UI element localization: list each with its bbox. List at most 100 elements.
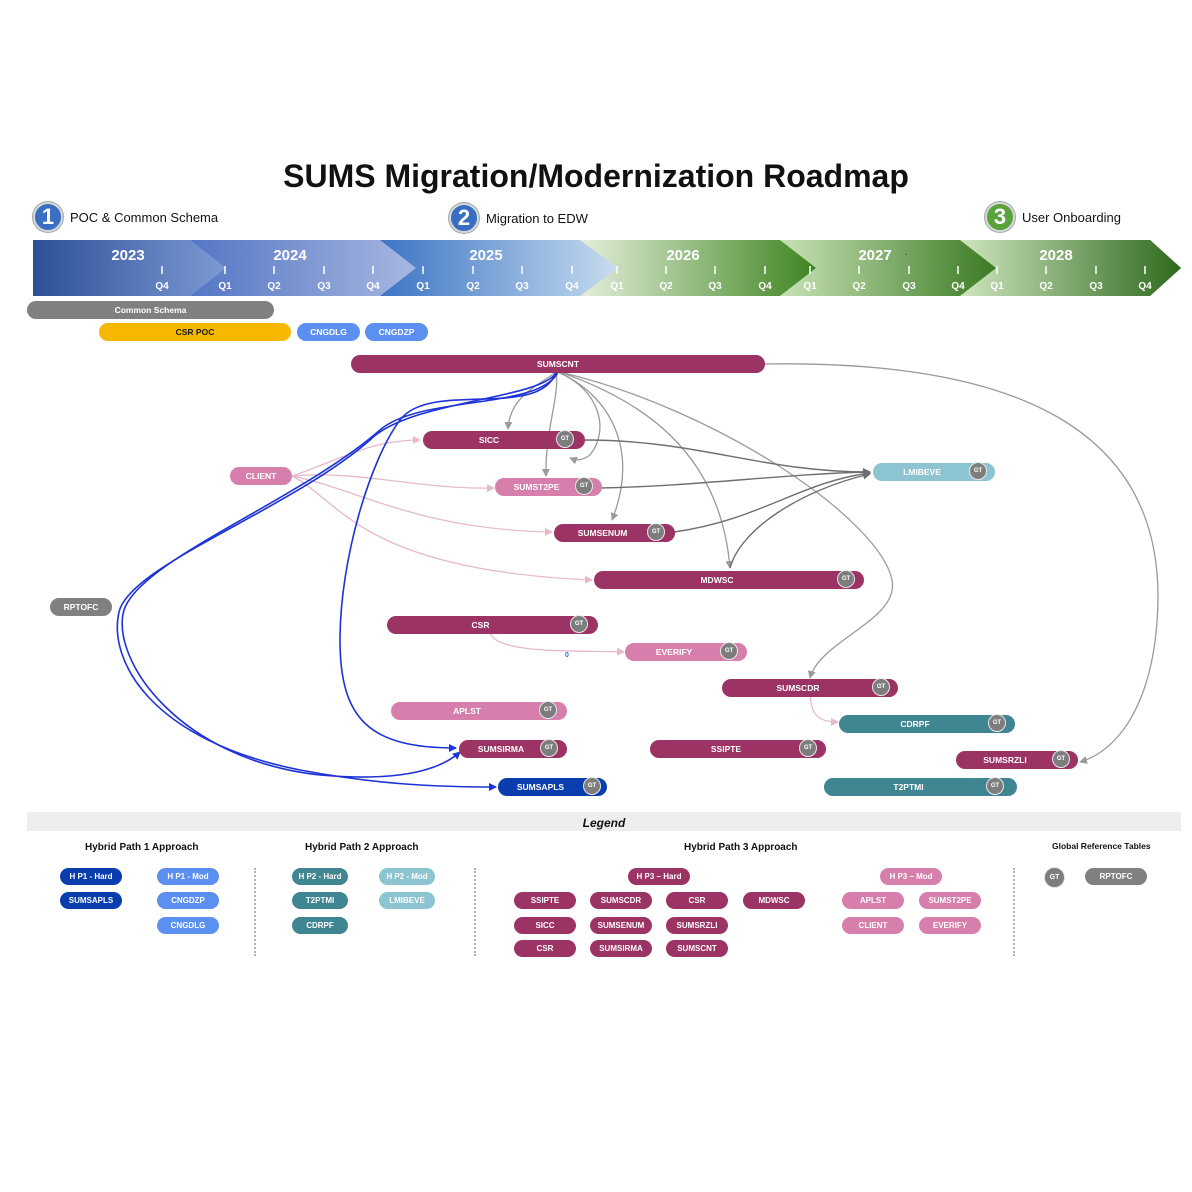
bar-cngdlg[interactable]: CNGDLG	[297, 323, 360, 341]
legend-hp3-heading: Hybrid Path 3 Approach	[684, 842, 798, 853]
quarter-label: Q2	[466, 281, 480, 292]
legend-separator	[1013, 868, 1015, 956]
link-sumscnt-sumsapls	[116, 371, 558, 791]
phase-3: 3 User Onboarding	[985, 202, 1121, 232]
bar-csr-poc[interactable]: CSR POC	[99, 323, 291, 341]
legend-hp2-item: CDRPF	[292, 917, 348, 934]
legend-hp1-heading: Hybrid Path 1 Approach	[85, 842, 199, 853]
bar-client[interactable]: CLIENT	[230, 467, 292, 485]
year-label: 2024	[273, 247, 307, 264]
phase-2-number: 2	[449, 203, 479, 233]
segment-2024	[190, 240, 416, 296]
link-client-mdwsc	[291, 475, 593, 584]
segment-2027	[780, 240, 996, 296]
legend-hp1-item: CNGDLG	[157, 917, 219, 934]
legend-hp1-hard: H P1 - Hard	[60, 868, 122, 885]
gt-badge-sumsrzli: GT	[1052, 750, 1070, 768]
bar-cngdzp[interactable]: CNGDZP	[365, 323, 428, 341]
link-sumscdr-cdrpf	[809, 695, 839, 726]
phase-3-number: 3	[985, 202, 1015, 232]
legend-gt-badge: GT	[1044, 867, 1065, 888]
link-sumst2pe-lmibeve	[599, 468, 871, 489]
link-sumscnt-sumsenum	[557, 371, 624, 521]
quarter-label: Q4	[366, 281, 380, 292]
legend-hp3-item: CSR	[514, 940, 576, 957]
legend-hp2-item: T2PTMI	[292, 892, 348, 909]
quarter-label: Q2	[659, 281, 673, 292]
quarter-label: Q3	[708, 281, 722, 292]
gt-badge-cdrpf: GT	[988, 714, 1006, 732]
link-sumscnt-sumsirma-outer	[121, 371, 559, 778]
link-client-sicc	[291, 436, 421, 477]
legend-grt-heading: Global Reference Tables	[1052, 841, 1151, 851]
quarter-label: Q3	[902, 281, 916, 292]
link-sumscnt-sumst2pe	[541, 371, 558, 477]
legend-hp1-item: SUMSAPLS	[60, 892, 122, 909]
year-label: 2028	[1039, 247, 1072, 264]
quarter-label: Q3	[1089, 281, 1103, 292]
legend-hp3-mod-item: SUMST2PE	[919, 892, 981, 909]
legend-hp3-item: SUMSIRMA	[590, 940, 652, 957]
link-sumscnt-sumsirma	[339, 371, 557, 752]
link-sumsenum-lmibeve	[673, 469, 871, 533]
legend-hp2-item: LMIBEVE	[379, 892, 435, 909]
legend-hp3-item: CSR	[666, 892, 728, 909]
bar-common-schema[interactable]: Common Schema	[27, 301, 274, 319]
gt-badge-sumsirma: GT	[540, 739, 558, 757]
quarter-label: Q1	[416, 281, 430, 292]
legend-hp3-item: MDWSC	[743, 892, 805, 909]
quarter-label: Q3	[515, 281, 529, 292]
link-mdwsc-lmibeve	[729, 471, 871, 569]
year-label: 2025	[469, 247, 502, 264]
link-sicc-lmibeve	[583, 439, 871, 476]
gt-badge-everify: GT	[720, 642, 738, 660]
year-label: 2027	[858, 247, 891, 264]
year-label: 2026	[666, 247, 699, 264]
bar-sumscnt[interactable]: SUMSCNT	[351, 355, 765, 373]
quarter-label: Q1	[218, 281, 232, 292]
legend-hp3-mod: H P3 – Mod	[880, 868, 942, 885]
bar-rptofc[interactable]: RPTOFC	[50, 598, 112, 616]
legend-hp1-mod: H P1 - Mod	[157, 868, 219, 885]
legend-hp3-mod-item: CLIENT	[842, 917, 904, 934]
gt-badge-aplst: GT	[539, 701, 557, 719]
link-sumscnt-sicc	[504, 371, 557, 430]
link-sumscnt-sumscdr	[559, 371, 894, 679]
legend-hp2-hard: H P2 - Hard	[292, 868, 348, 885]
gt-badge-lmibeve: GT	[969, 462, 987, 480]
link-sumscnt-sumsrzli	[763, 363, 1159, 764]
quarter-label: Q2	[1039, 281, 1053, 292]
legend-hp2-mod: H P2 - Mod	[379, 868, 435, 885]
legend-hp3-item: SUMSCDR	[590, 892, 652, 909]
legend-hp3-hard: H P3 – Hard	[628, 868, 690, 885]
phase-3-label: User Onboarding	[1022, 209, 1121, 225]
quarter-label: Q1	[610, 281, 624, 292]
quarter-label: Q4	[155, 281, 169, 292]
zero-marker: 0	[565, 652, 569, 659]
quarter-label: Q1	[990, 281, 1004, 292]
legend-hp2-heading: Hybrid Path 2 Approach	[305, 842, 419, 853]
phase-1-label: POC & Common Schema	[70, 209, 219, 225]
quarter-label: Q2	[852, 281, 866, 292]
legend-hp3-mod-item: EVERIFY	[919, 917, 981, 934]
segment-2028	[960, 240, 1181, 296]
legend-hp3-item: SUMSENUM	[590, 917, 652, 934]
gt-badge-mdwsc: GT	[837, 570, 855, 588]
